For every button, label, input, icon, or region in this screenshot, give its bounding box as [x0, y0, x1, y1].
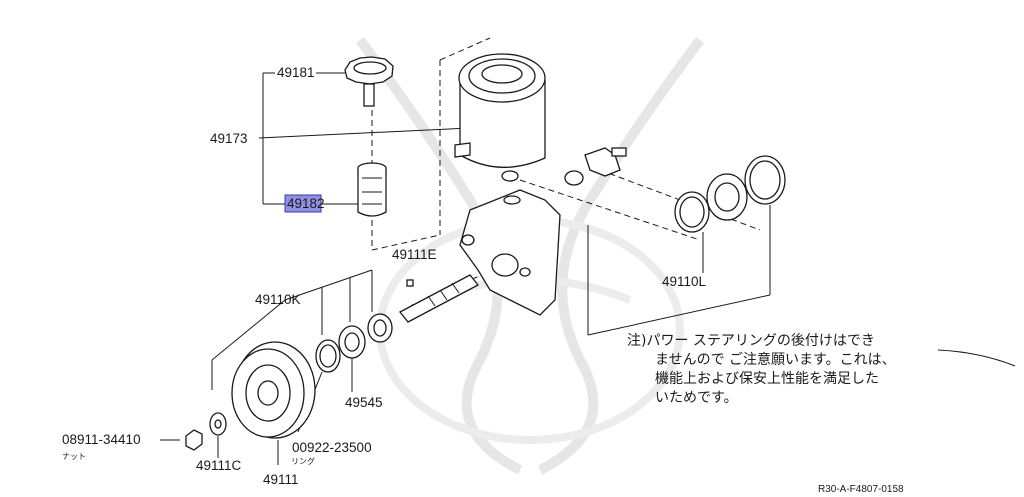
key-49111e — [406, 279, 414, 287]
label-49545[interactable]: 49545 — [345, 395, 383, 410]
pump-body — [459, 170, 561, 316]
highlight-box-49182[interactable] — [284, 194, 322, 213]
note-block: 注)パワー ステアリングの後付けはでき ませんので ご注意願います。これは、 機… — [627, 333, 1016, 406]
reservoir-tank — [454, 53, 546, 168]
bracket-49110k — [211, 269, 373, 390]
label-08911-subtext: ナット — [62, 452, 86, 461]
nut-08911-34410 — [160, 429, 203, 451]
reservoir-cap-49181 — [344, 56, 394, 107]
reference-code: R30-A-F4807-0158 — [818, 484, 904, 495]
label-00922-23500[interactable]: 00922-23500 — [292, 440, 372, 455]
filter-49182 — [357, 162, 387, 217]
label-49110l[interactable]: 49110L — [662, 274, 707, 289]
label-08911-34410[interactable]: 08911-34410 — [62, 432, 141, 447]
washer-49111c — [209, 412, 227, 458]
note-leader-line — [937, 349, 1016, 367]
label-49111c[interactable]: 49111C — [196, 458, 242, 473]
note-line-2: ませんので ご注意願います。これは、 — [655, 351, 896, 368]
pump-shaft — [399, 274, 479, 323]
label-49182[interactable]: 49182 — [287, 196, 325, 211]
note-line-1: 注)パワー ステアリングの後付けはでき — [627, 333, 875, 349]
label-00922-subtext: リング — [291, 456, 315, 466]
label-49181[interactable]: 49181 — [277, 65, 315, 80]
note-line-4: いためです。 — [655, 390, 738, 406]
label-49110k[interactable]: 49110K — [255, 292, 301, 307]
note-line-3: 機能上および保安上性能を満足した — [655, 371, 879, 387]
bracket-49173 — [258, 72, 471, 205]
label-49173[interactable]: 49173 — [210, 131, 248, 146]
bracket-49110l — [587, 205, 771, 336]
pulley-49111 — [231, 341, 316, 465]
flow-control-valve — [564, 147, 627, 186]
label-49111e[interactable]: 49111E — [392, 247, 437, 262]
seal-rings-49110l — [674, 155, 786, 233]
bearing-49545 — [338, 313, 393, 392]
label-49111[interactable]: 49111 — [263, 472, 299, 487]
